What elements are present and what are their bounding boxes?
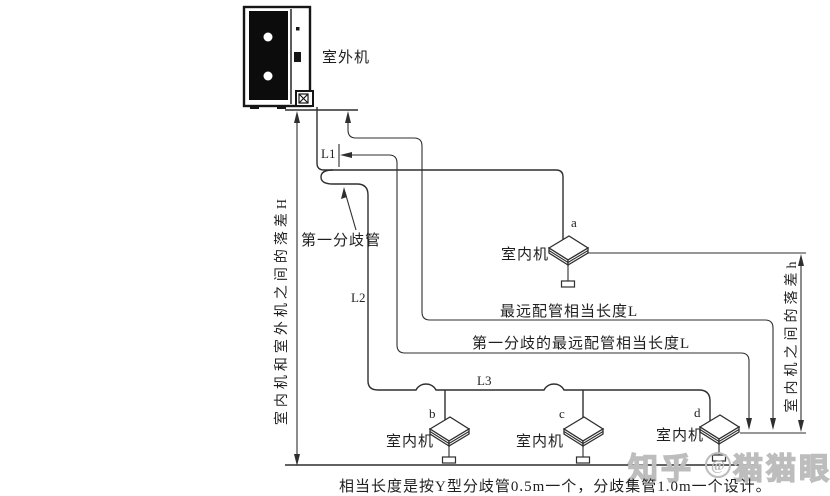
unit-b-label: 室内机	[386, 433, 434, 450]
unit-d-id: d	[694, 405, 701, 420]
unit-d-label: 室内机	[656, 427, 704, 444]
pipe-branch-header	[320, 169, 711, 422]
watermark-at: @	[711, 458, 725, 474]
watermark: 知乎 @ 猫猫眼	[627, 452, 830, 487]
indoor-unit-a-box	[548, 235, 589, 266]
pipe-main-to-unit-a	[316, 107, 564, 244]
first-branch-callout: 第一分歧管	[301, 187, 381, 249]
valve-box-icon	[295, 90, 314, 107]
indoor-unit-c-box	[563, 416, 604, 447]
outdoor-unit: 室外机	[242, 5, 370, 109]
unit-b-id: b	[429, 406, 436, 421]
dimension-first-branch-label: 第一分歧的最远配管相当长度L	[472, 334, 690, 352]
outdoor-unit-grille	[249, 11, 288, 100]
panel-vent	[294, 52, 301, 62]
unit-b-drain-end	[441, 456, 457, 464]
dimension-right-label: 室内机之间的落差h	[783, 258, 800, 413]
pipe-label-l1: L1	[321, 146, 335, 161]
unit-foot-left	[250, 105, 259, 109]
unit-c-id: c	[559, 406, 565, 421]
dimension-first-branch-farthest: 第一分歧的最远配管相当长度L	[338, 144, 752, 430]
dimension-farthest-pipe: 最远配管相当长度L	[345, 111, 776, 430]
watermark-user: 猫猫眼	[733, 453, 830, 486]
watermark-site: 知乎	[628, 453, 694, 486]
unit-c-label: 室内机	[516, 433, 564, 450]
dimension-farthest-label: 最远配管相当长度L	[500, 303, 638, 320]
grille-dot-top	[263, 32, 273, 42]
indoor-unit-c: c 室内机	[516, 406, 604, 464]
unit-c-drain-end	[575, 456, 591, 464]
watermark-logo-icon	[705, 452, 731, 478]
outdoor-unit-label: 室外机	[322, 49, 370, 66]
unit-a-id: a	[571, 215, 577, 230]
panel-screw	[296, 27, 300, 31]
pipe-label-l3: L3	[477, 373, 491, 388]
dimension-left-label: 室内机和室外机之间的落差H	[273, 195, 290, 425]
grille-dot-bottom	[263, 71, 273, 81]
dimension-right-height: 室内机之间的落差h	[587, 252, 806, 434]
unit-foot-right	[277, 105, 286, 109]
indoor-unit-a: a 室内机	[501, 215, 589, 288]
unit-d-drain-end	[711, 454, 727, 462]
pipe-label-l2: L2	[351, 290, 365, 305]
dimension-left-height: 室内机和室外机之间的落差H	[273, 111, 300, 466]
refrigerant-pipes	[316, 107, 711, 423]
unit-a-drain-end	[560, 280, 576, 288]
indoor-unit-b-box	[429, 416, 470, 447]
unit-a-label: 室内机	[501, 246, 549, 263]
first-branch-label: 第一分歧管	[301, 231, 381, 249]
footnote: 相当长度是按Y型分歧管0.5m一个，分歧集管1.0m一个设计。	[339, 478, 772, 495]
indoor-unit-b: b 室内机	[386, 406, 470, 464]
indoor-unit-d-box	[699, 414, 740, 445]
